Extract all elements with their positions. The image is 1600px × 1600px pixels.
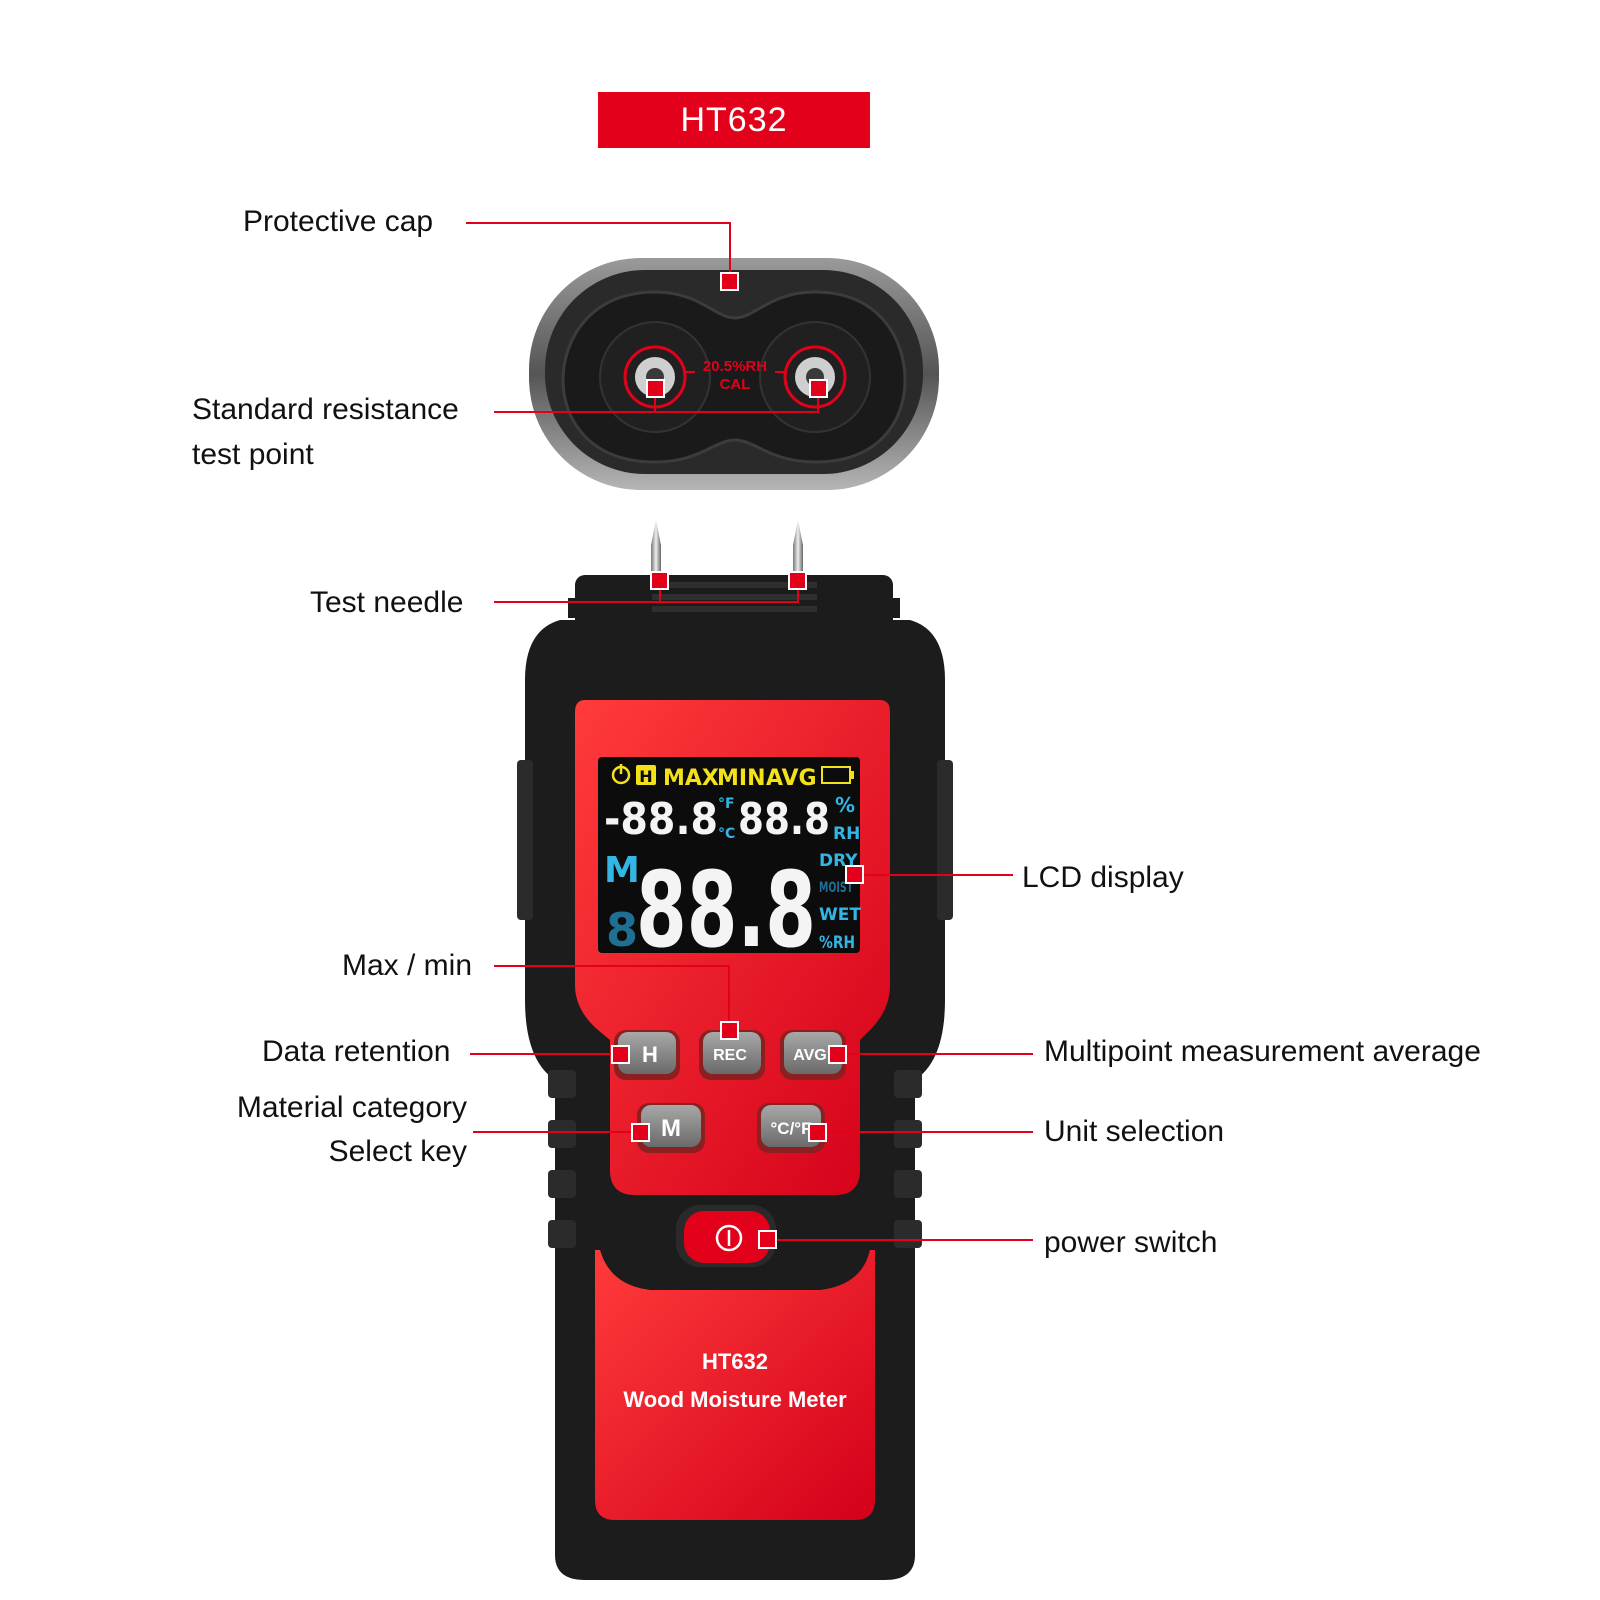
battery-icon <box>821 766 854 784</box>
lcd-status-moist: MOIST <box>819 880 853 896</box>
unit-button-label: °C/°F <box>771 1119 812 1138</box>
rec-button-label: REC <box>713 1047 747 1064</box>
lcd-main-reading: 88.8 <box>636 849 816 971</box>
lcd-screen: H MAX MIN AVG -88.8 °F °C 88.8 % RH M 8 … <box>598 757 861 971</box>
power-button[interactable] <box>676 1205 776 1267</box>
leader-markers <box>611 272 864 1249</box>
callout-material-category-line1: Material category <box>236 1091 467 1124</box>
body-name-text: Wood Moisture Meter <box>623 1387 847 1412</box>
callout-protective-cap: Protective cap <box>243 205 434 238</box>
cap-label-value: 20.5%RH <box>703 358 767 375</box>
cap-label-cal: CAL <box>720 376 751 393</box>
callout-unit-selection: Unit selection <box>1044 1115 1225 1148</box>
lcd-min-indicator: MIN <box>717 766 766 791</box>
protective-cap: 20.5%RH CAL <box>529 258 939 490</box>
lcd-unit-percent: % <box>835 793 855 817</box>
lcd-max-indicator: MAX <box>663 766 719 791</box>
rec-button[interactable]: REC <box>699 1030 765 1080</box>
lcd-status-rh: %RH <box>819 933 855 953</box>
lcd-small-reading-right: 88.8 <box>738 794 830 845</box>
lcd-unit-rh: RH <box>833 824 860 844</box>
power-icon <box>715 1224 743 1252</box>
test-needles <box>651 520 803 580</box>
lcd-unit-c: °C <box>718 826 735 842</box>
model-title-badge: HT632 <box>598 92 870 148</box>
callout-standard-resistance-line1: Standard resistance <box>192 393 459 426</box>
callout-max-min: Max / min <box>342 949 473 982</box>
callout-lcd-display: LCD display <box>1022 861 1184 894</box>
lcd-mode-digit: 8 <box>606 903 638 957</box>
lcd-mode-letter: M <box>604 850 640 891</box>
avg-button[interactable]: AVG <box>780 1030 846 1080</box>
lcd-small-reading-left: -88.8 <box>604 794 718 845</box>
callout-multipoint-average: Multipoint measurement average <box>1044 1035 1481 1068</box>
callout-power-switch: power switch <box>1044 1226 1218 1259</box>
lcd-status-wet: WET <box>819 905 861 925</box>
body-model-text: HT632 <box>702 1349 768 1374</box>
mode-button-label: M <box>661 1115 681 1142</box>
mode-button[interactable]: M <box>637 1103 705 1153</box>
callout-standard-resistance-line2: test point <box>192 438 314 471</box>
hold-button[interactable]: H <box>614 1030 680 1080</box>
callout-material-category-line2: Select key <box>328 1135 467 1168</box>
lcd-hold-indicator: H <box>639 767 652 786</box>
callout-test-needle: Test needle <box>310 586 464 619</box>
avg-button-label: AVG <box>793 1047 826 1064</box>
hold-button-label: H <box>642 1042 658 1067</box>
lcd-avg-indicator: AVG <box>766 766 817 791</box>
callout-data-retention: Data retention <box>262 1035 451 1068</box>
lcd-unit-f: °F <box>718 796 735 812</box>
power-indicator-icon <box>611 764 631 785</box>
